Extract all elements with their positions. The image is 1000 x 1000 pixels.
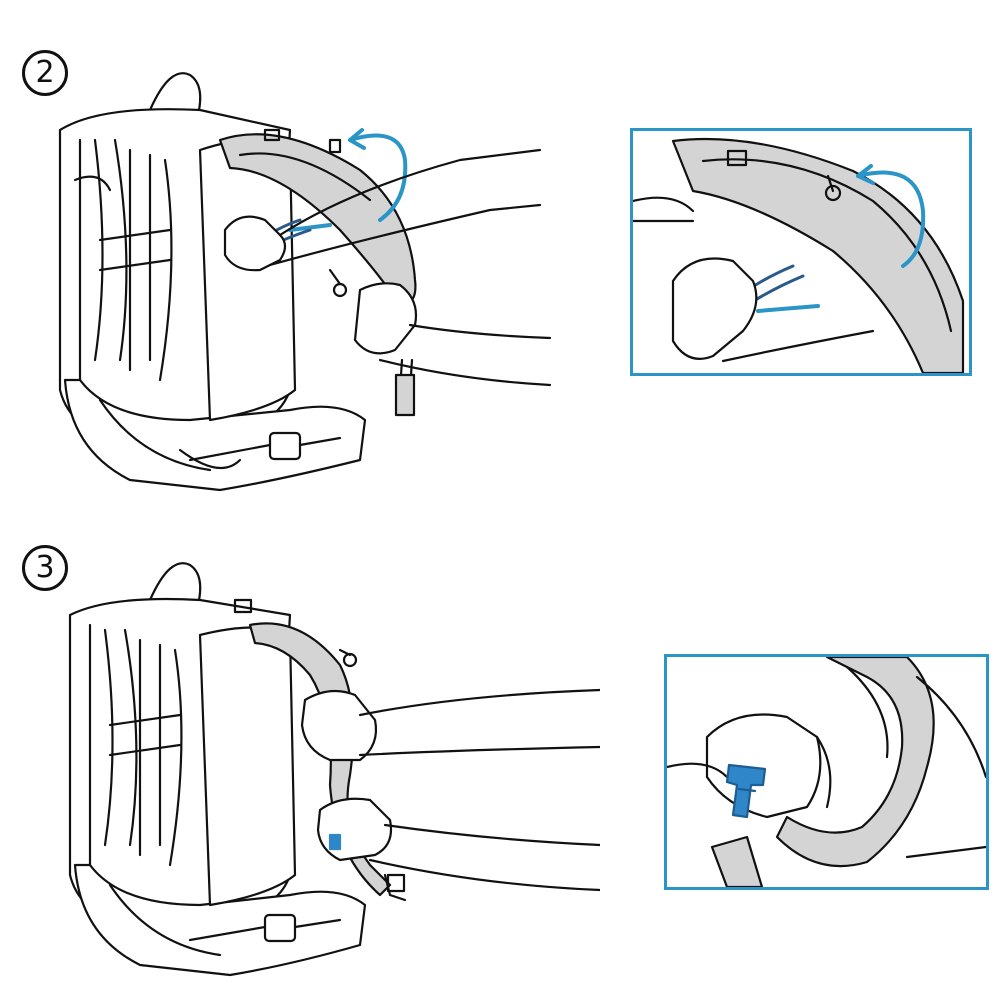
step-3-illustration bbox=[40, 555, 600, 995]
hip-belt bbox=[63, 378, 367, 492]
left-hand bbox=[223, 215, 287, 272]
detail-shoulder-strap bbox=[671, 137, 965, 373]
side-compression-strap bbox=[93, 138, 104, 362]
detail-shoulder-strap bbox=[775, 657, 935, 868]
step-2-illustration bbox=[40, 60, 560, 520]
step-2-number: 2 bbox=[22, 50, 68, 96]
step-2-detail-drawing bbox=[633, 137, 965, 373]
upper-hand bbox=[300, 689, 378, 762]
shoulder-strap bbox=[248, 622, 392, 897]
step-3-detail-drawing bbox=[667, 657, 986, 887]
hip-belt bbox=[73, 863, 367, 977]
step-3-number: 3 bbox=[22, 545, 68, 591]
lower-hand bbox=[316, 797, 393, 862]
strap-buckle-top bbox=[233, 598, 253, 614]
detail-sternum-buckle bbox=[725, 763, 767, 819]
sternum-buckle bbox=[328, 833, 342, 851]
top-handle bbox=[148, 72, 202, 117]
back-panel bbox=[198, 626, 297, 907]
backpack-step-3-drawing bbox=[68, 562, 600, 977]
rotate-arrow bbox=[348, 133, 408, 222]
strap-end bbox=[394, 373, 416, 417]
top-handle bbox=[148, 562, 202, 607]
backpack-step-2-drawing bbox=[58, 72, 552, 492]
detail-hand bbox=[671, 257, 758, 360]
detail-strap-buckle bbox=[726, 149, 748, 167]
step-2-detail-inset bbox=[630, 128, 972, 376]
detail-rotate-arrow bbox=[856, 170, 926, 268]
step-3-detail-inset bbox=[664, 654, 989, 890]
shoulder-strap bbox=[218, 133, 417, 307]
right-hand bbox=[353, 282, 418, 355]
strap-buckle-top bbox=[263, 128, 281, 142]
detail-hand bbox=[705, 713, 822, 819]
